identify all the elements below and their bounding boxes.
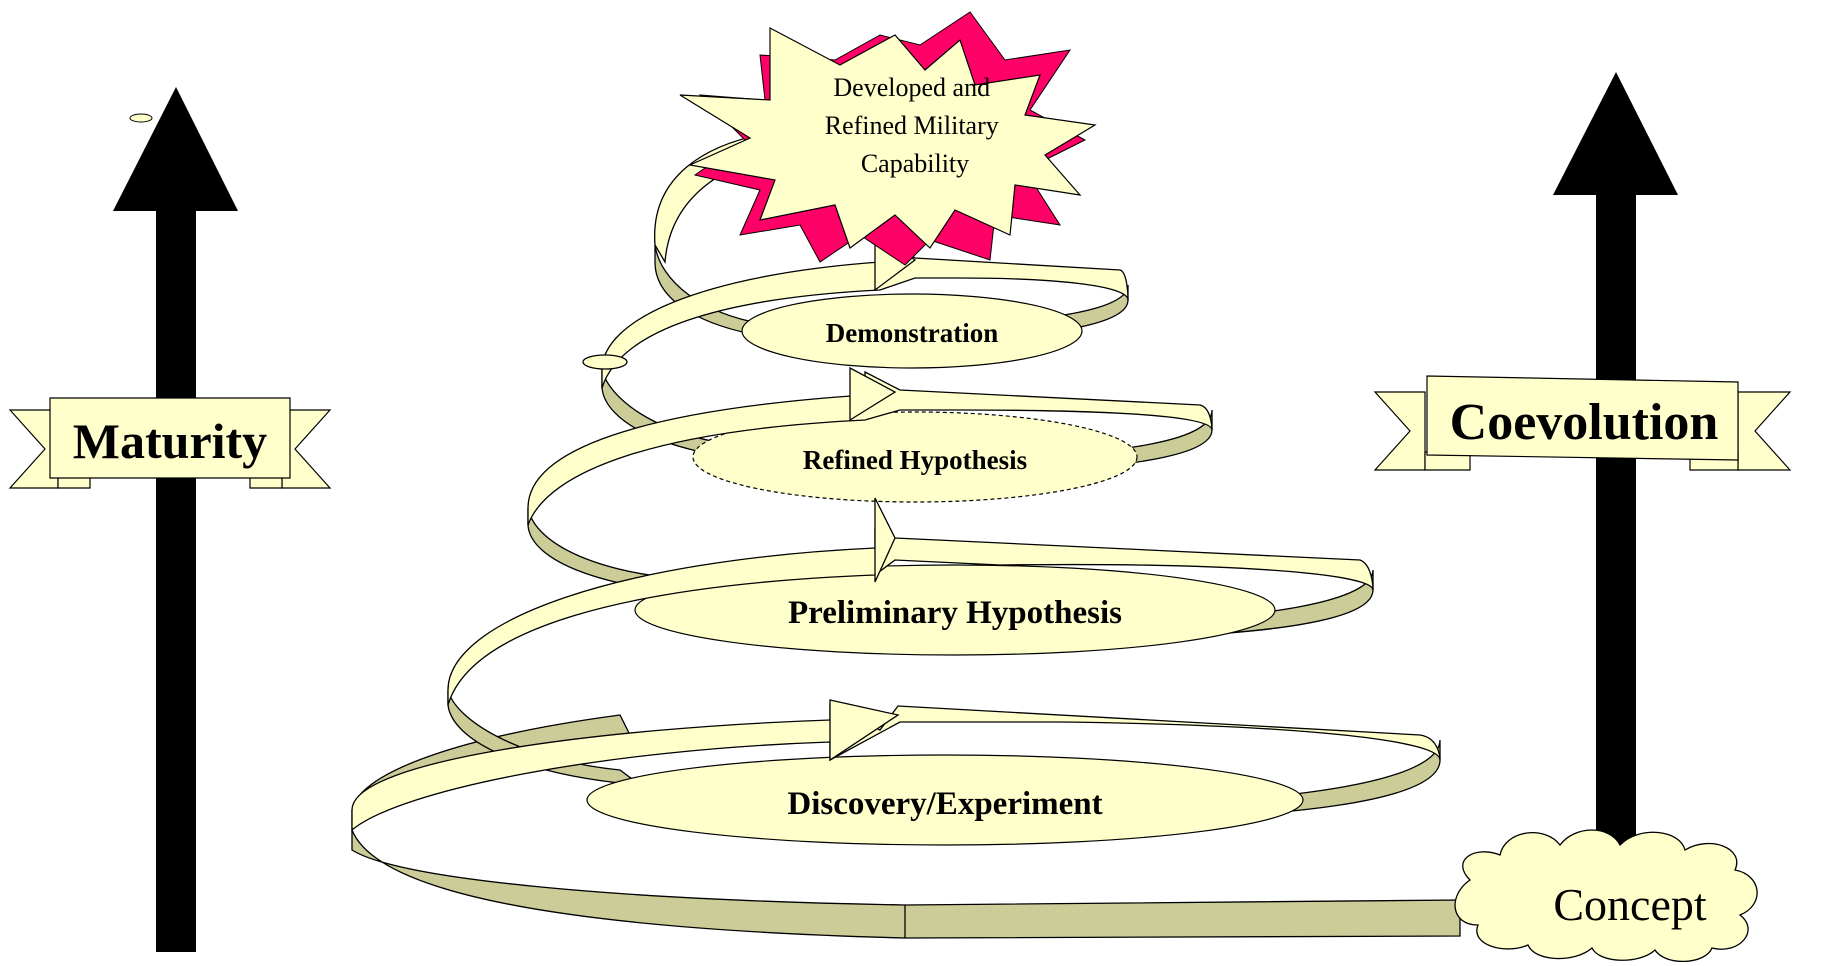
coevolution-arrow [1553,72,1678,865]
spiral-arrowhead-3 [849,366,897,422]
stage-label-discovery-experiment: Discovery/Experiment [787,786,1102,822]
concept-label: Concept [1553,879,1707,930]
starburst-line-3: Capability [861,149,969,178]
stage-labels: Demonstration Refined Hypothesis Prelimi… [787,318,1122,822]
stage-label-preliminary-hypothesis: Preliminary Hypothesis [788,595,1122,631]
spiral-arrowhead-1 [829,699,900,762]
stage-label-demonstration: Demonstration [826,318,998,348]
stage-preliminary-hypothesis [634,564,1276,656]
stage-discovery-experiment [586,754,1304,846]
starburst-line-2: Refined Military [825,111,999,140]
starburst-line-1: Developed and [833,73,990,102]
svg-text:Developed and Refined Mi: Developed and Refined Military Capabilit… [825,73,1006,178]
maturity-banner: Maturity [8,397,332,489]
stage-label-refined-hypothesis: Refined Hypothesis [803,445,1027,475]
coevolution-label: Coevolution [1450,394,1719,451]
maturity-arrow [113,87,238,952]
stage-demonstration [741,293,1083,369]
ribbon-tail [351,829,1461,939]
coevolution-banner: Coevolution [1373,375,1792,471]
maturity-label: Maturity [73,413,267,469]
stage-refined-hypothesis [692,411,1138,503]
spiral-ribbon-front [351,129,1441,832]
concept-cloud: Concept [1454,829,1758,962]
stage-ellipses [586,293,1304,846]
capability-starburst: Developed and Refined Military Capabilit… [679,11,1097,266]
starburst-front [679,27,1097,249]
concept-cloud-shape [1454,829,1758,962]
spiral-arrowhead-2 [874,497,896,583]
